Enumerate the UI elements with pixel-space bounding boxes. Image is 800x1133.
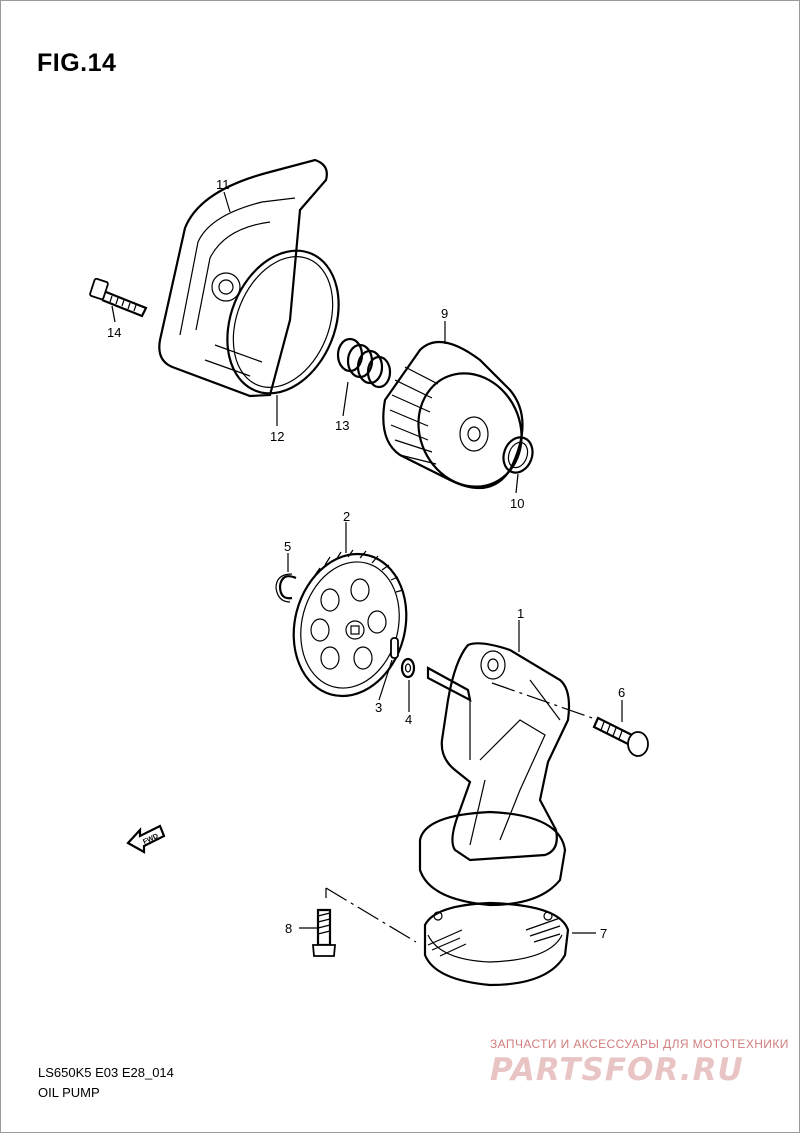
part-ref-9: 9 (441, 306, 448, 321)
fwd-arrow-icon: FWD (126, 824, 166, 854)
oil-filter-drawing (382, 340, 524, 490)
oil-pump-body-drawing (426, 642, 571, 862)
bolt-14-drawing (89, 277, 148, 318)
part-ref-12: 12 (270, 429, 284, 444)
o-ring-10-drawing (502, 436, 534, 474)
driven-gear-2-drawing (292, 549, 408, 698)
part-labels: 1 2 3 4 5 6 7 8 9 10 11 12 13 14 (107, 177, 625, 941)
part-ref-7: 7 (600, 926, 607, 941)
part-ref-11: 11 (216, 177, 230, 192)
oil-strainer-7-drawing (418, 810, 570, 987)
circlip-5-drawing (275, 573, 297, 603)
part-ref-10: 10 (510, 496, 524, 511)
washer-4-drawing (400, 657, 416, 679)
large-o-ring-drawing (226, 249, 340, 395)
document-name: OIL PUMP (38, 1085, 100, 1100)
figure-title: FIG.14 (37, 49, 117, 77)
document-code: LS650K5 E03 E28_014 (38, 1065, 174, 1080)
part-ref-1: 1 (517, 606, 524, 621)
part-ref-6: 6 (618, 685, 625, 700)
watermark-logo: PARTSFOR.RU (490, 1052, 744, 1088)
spring-13-drawing (336, 337, 392, 389)
part-ref-14: 14 (107, 325, 121, 340)
part-ref-13: 13 (335, 418, 349, 433)
bolt-6-drawing (592, 716, 649, 757)
pin-3-drawing (390, 637, 399, 659)
part-ref-2: 2 (343, 509, 350, 524)
watermark-tagline: ЗАПЧАСТИ И АКСЕССУАРЫ ДЛЯ МОТОТЕХНИКИ (490, 1037, 789, 1051)
leader-lines (111, 191, 623, 943)
part-ref-5: 5 (284, 539, 291, 554)
bolt-8-drawing (312, 908, 336, 957)
part-ref-4: 4 (405, 712, 412, 727)
part-ref-8: 8 (285, 921, 292, 936)
oil-filter-cap-drawing (158, 158, 328, 398)
part-ref-3: 3 (375, 700, 382, 715)
